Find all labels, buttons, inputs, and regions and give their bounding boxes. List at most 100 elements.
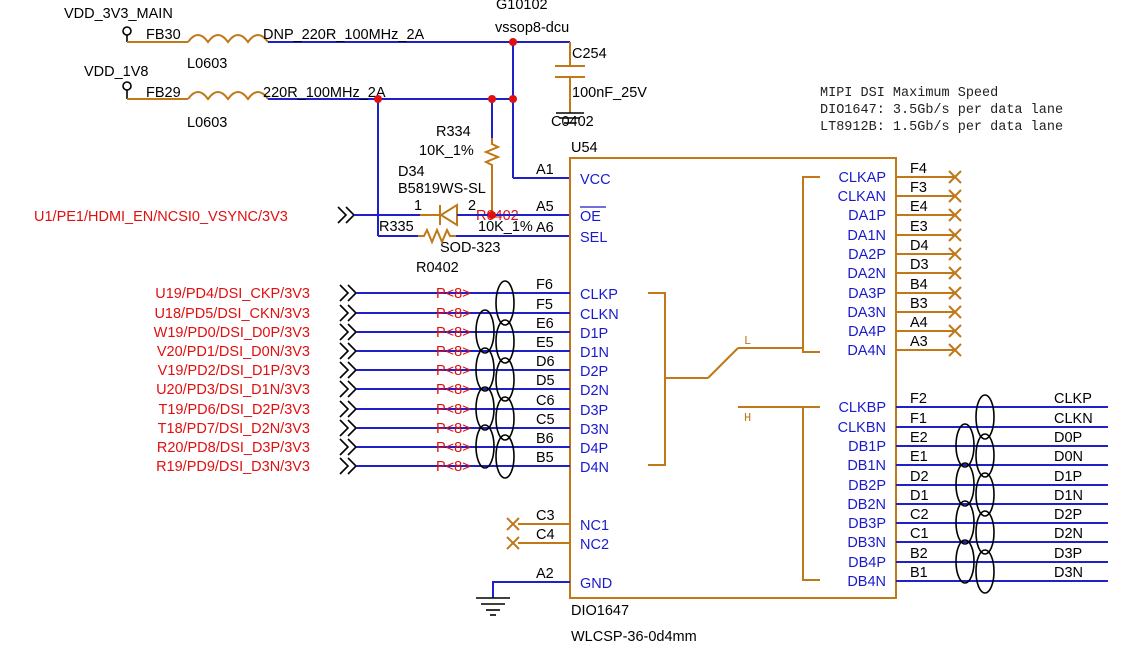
diff-pair-marker <box>975 433 995 478</box>
u54-ball-d6: D6 <box>536 354 555 370</box>
u54-ball-f5: F5 <box>536 297 553 313</box>
u54-ball-f1: F1 <box>910 411 927 427</box>
u54-pin-da2p: DA2P <box>848 247 886 263</box>
u54-pin-oe: OE <box>580 209 601 225</box>
offpage-connector <box>339 438 358 456</box>
net-dsi-left-7: T18/PD7/DSI_D2N/3V3 <box>158 421 310 437</box>
u54-pin-da3p: DA3P <box>848 286 886 302</box>
c254-top-package: vssop8-dcu <box>495 20 569 36</box>
fb29-ref: FB29 <box>146 85 181 101</box>
u54-pin-d1p: D1P <box>580 326 608 342</box>
u54-pin-da1p: DA1P <box>848 208 886 224</box>
switch-blade <box>707 347 739 379</box>
u54-ball-e3: E3 <box>910 219 928 235</box>
u54-ball-a3: A3 <box>910 334 928 350</box>
d34-value: B5819WS-SL <box>398 181 486 197</box>
c254-top-ref: G10102 <box>496 0 548 13</box>
no-connect-mark <box>506 536 520 550</box>
net-out-4: D1P <box>1054 469 1082 485</box>
u54-package: WLCSP-36-0d4mm <box>571 629 697 645</box>
u54-pin-clkan: CLKAN <box>838 189 886 205</box>
gnd-wire <box>492 581 570 598</box>
u54-ic-body <box>569 157 897 599</box>
u54-ball-b4: B4 <box>910 277 928 293</box>
net-dsi-left-0: U19/PD4/DSI_CKP/3V3 <box>155 286 310 302</box>
junction-dot <box>488 211 496 219</box>
port-tag: P<8> <box>436 286 471 302</box>
u54-pin-clkbn: CLKBN <box>838 420 886 436</box>
offpage-connector-hdmi-en <box>337 206 356 224</box>
diff-pair-marker <box>955 462 975 507</box>
u54-pin-nc2: NC2 <box>580 537 609 553</box>
diff-pair-marker <box>975 394 995 440</box>
r335-package: R0402 <box>416 260 459 276</box>
u54-ball-e6: E6 <box>536 316 554 332</box>
u54-pin-db1p: DB1P <box>848 439 886 455</box>
u54-pin-clkp: CLKP <box>580 287 618 303</box>
offpage-connector <box>339 457 358 475</box>
u54-pin-da1n: DA1N <box>847 228 886 244</box>
offpage-connector <box>339 342 358 360</box>
port-tag: P<8> <box>436 402 471 418</box>
u54-pin-vcc: VCC <box>580 172 611 188</box>
net-out-3: D0N <box>1054 449 1083 465</box>
u54-pin-da2n: DA2N <box>847 266 886 282</box>
u54-pin-clkap: CLKAP <box>838 170 886 186</box>
fb30-package: L0603 <box>187 56 227 72</box>
r334-value: 10K_1% <box>419 143 474 159</box>
u54-ball-c2: C2 <box>910 507 929 523</box>
u54-pin-d4n: D4N <box>580 460 609 476</box>
junction-dot <box>374 95 382 103</box>
diff-pair-marker <box>975 549 995 594</box>
note-line-3: LT8912B: 1.5Gb/s per data lane <box>820 120 1063 135</box>
net-out-2: D0P <box>1054 430 1082 446</box>
fb30-inductor-symbol <box>187 34 269 44</box>
port-tag: P<8> <box>436 363 471 379</box>
fb29-inductor-symbol <box>187 91 269 101</box>
no-connect-mark <box>948 170 962 184</box>
diff-pair-marker <box>475 347 495 392</box>
u54-pin-db2n: DB2N <box>847 497 886 513</box>
offpage-connector <box>339 380 358 398</box>
d34-pin2: 2 <box>468 198 476 214</box>
port-tag: P<8> <box>436 440 471 456</box>
offpage-connector <box>339 323 358 341</box>
offpage-connector <box>339 361 358 379</box>
u54-pin-d4p: D4P <box>580 441 608 457</box>
u54-ball-d3: D3 <box>910 257 929 273</box>
switch-bracket-a <box>802 176 820 353</box>
u54-pin-clkn: CLKN <box>580 307 619 323</box>
u54-pin-sel: SEL <box>580 230 607 246</box>
net-hdmi-en: U1/PE1/HDMI_EN/NCSI0_VSYNC/3V3 <box>34 209 288 225</box>
no-connect-mark <box>948 343 962 357</box>
note-line-1: MIPI DSI Maximum Speed <box>820 86 998 101</box>
power-port-3v3 <box>122 26 132 36</box>
port-tag: P<8> <box>436 382 471 398</box>
net-dsi-left-4: V19/PD2/DSI_D1P/3V3 <box>158 363 310 379</box>
u54-pin-db1n: DB1N <box>847 458 886 474</box>
no-connect-mark <box>948 189 962 203</box>
diff-pair-marker <box>475 386 495 431</box>
diff-pair-marker <box>475 424 495 469</box>
u54-ball-c5: C5 <box>536 412 555 428</box>
net-dsi-left-8: R20/PD8/DSI_D3P/3V3 <box>157 440 310 456</box>
u54-ball-e2: E2 <box>910 430 928 446</box>
u54-pin-da4n: DA4N <box>847 343 886 359</box>
fb29-value: 220R_100MHz_2A <box>263 85 386 101</box>
junction-dot <box>509 38 517 46</box>
c254-package: C0402 <box>551 114 594 130</box>
u54-pin-da3n: DA3N <box>847 305 886 321</box>
u54-ball-d2: D2 <box>910 469 929 485</box>
u54-pin-d2n: D2N <box>580 383 609 399</box>
u54-ball-e4: E4 <box>910 199 928 215</box>
net-out-0: CLKP <box>1054 391 1092 407</box>
u54-ball-e5: E5 <box>536 335 554 351</box>
u54-ball-b3: B3 <box>910 296 928 312</box>
diff-pair-marker <box>955 500 975 545</box>
no-connect-mark <box>506 517 520 531</box>
net-dsi-left-5: U20/PD3/DSI_D1N/3V3 <box>156 382 310 398</box>
offpage-connector <box>339 400 358 418</box>
u54-ball-c3: C3 <box>536 508 555 524</box>
offpage-connector <box>339 284 358 302</box>
